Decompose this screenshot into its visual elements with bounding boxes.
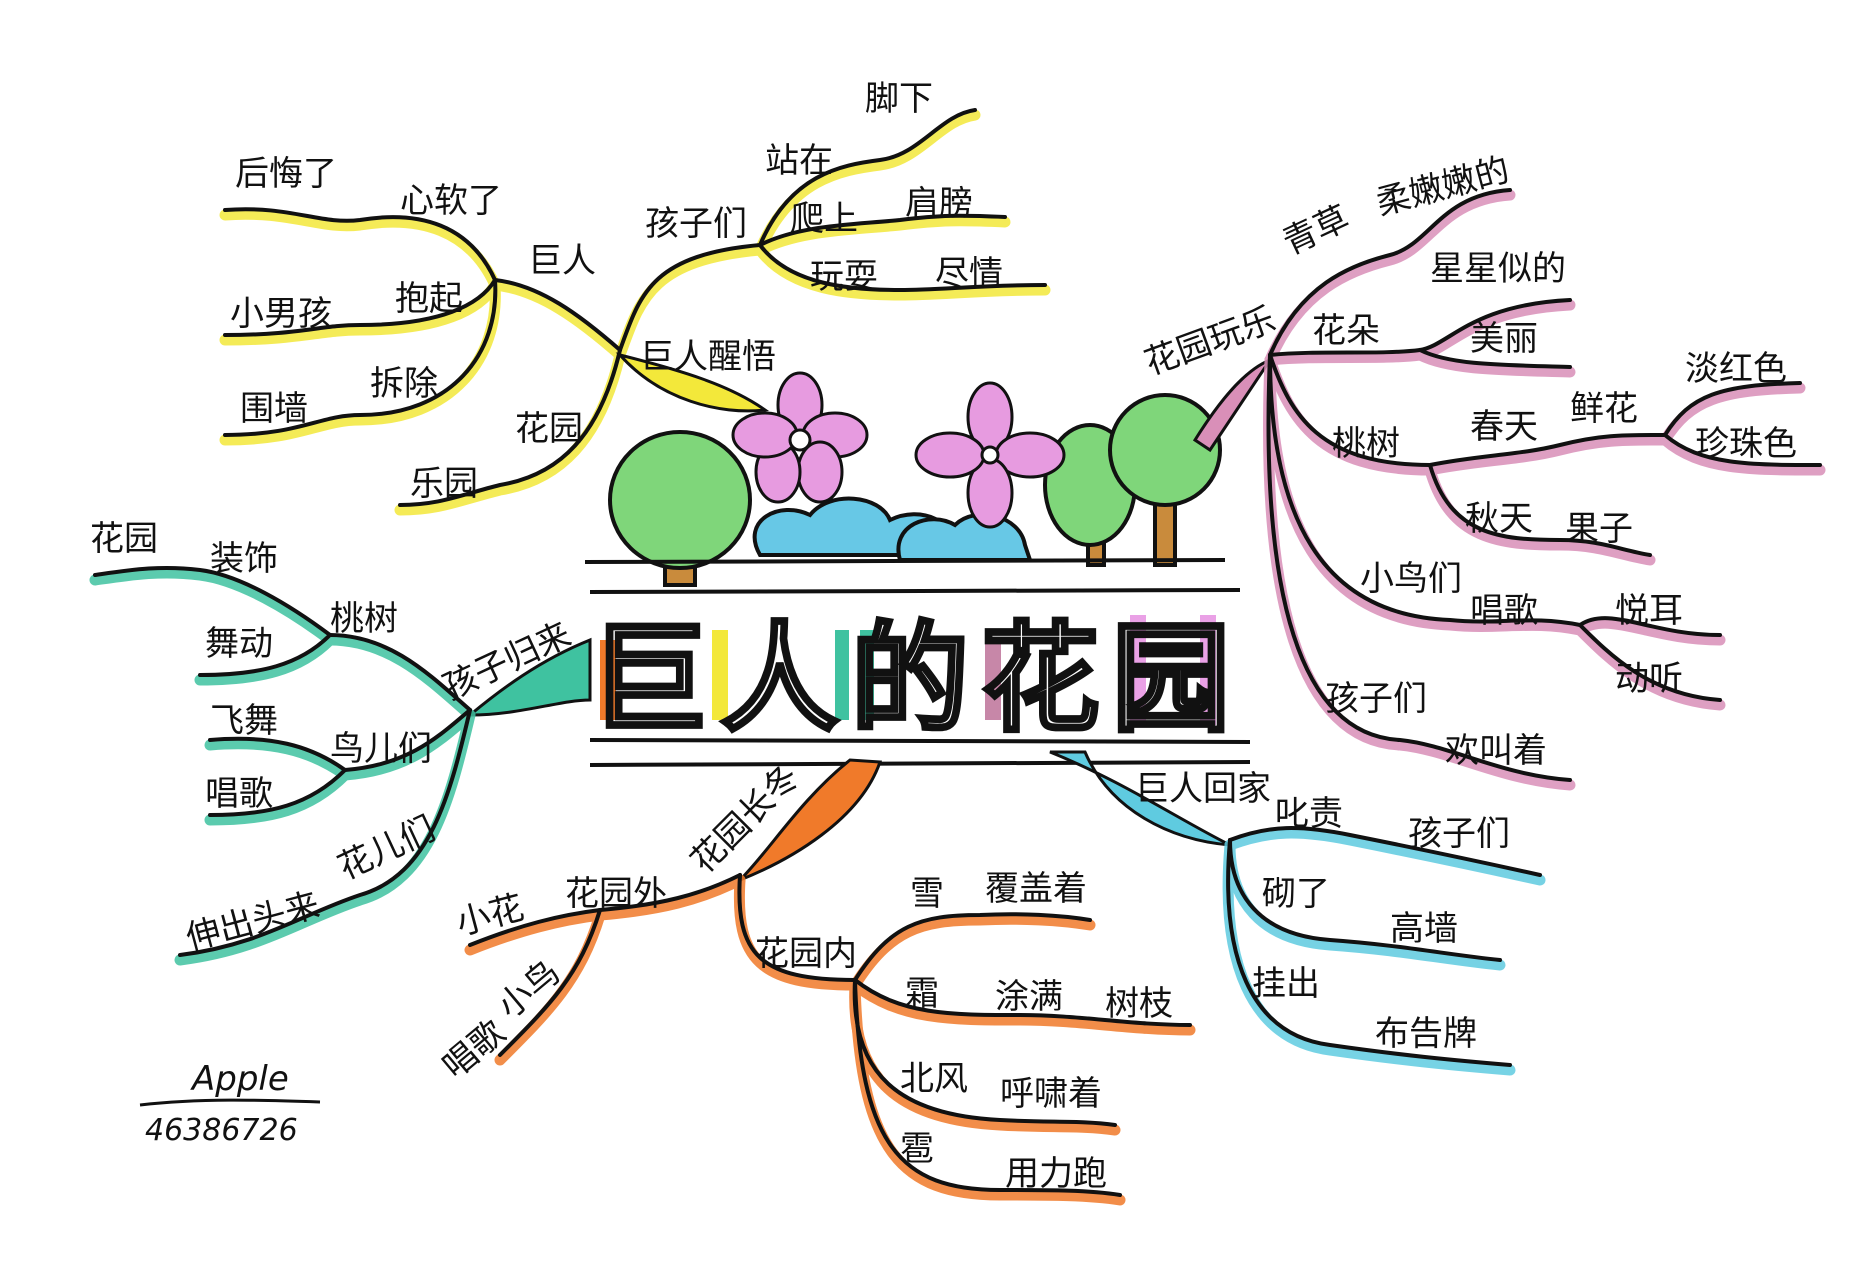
node-notice-board: 布告牌 [1375,1014,1477,1054]
node-north-wind: 北风 [900,1059,968,1099]
node-feet: 脚下 [865,79,933,119]
node-grass: 青草 [1277,198,1356,263]
node-long-winter: 花园长冬 [683,757,807,881]
node-soft-hearted: 心软了 [400,181,502,221]
node-decorate: 装饰 [210,539,278,579]
node-sing: 唱歌 [435,1013,513,1087]
tree-icon [608,430,752,570]
flower-icon [914,381,1066,529]
node-inside-garden: 花园内 [755,934,857,974]
node-build: 砌了 [1262,874,1330,914]
node-stand: 站在 [765,141,833,181]
flower-icon [731,371,869,504]
node-cheer: 欢叫着 [1445,731,1547,771]
node-dance: 舞动 [205,624,273,664]
node-sing: 唱歌 [1470,591,1538,631]
node-fly: 飞舞 [210,701,278,741]
signature-number: 46386726 [145,1113,298,1148]
node-tender: 柔嫩嫩的 [1372,150,1514,224]
node-starlike: 星星似的 [1430,249,1566,289]
node-giant-awakens: 巨人醒悟 [640,337,776,377]
branch-giant-returns: 巨人回家 叱责 孩子们 砌了 高墙 挂出 布告牌 [1049,750,1546,1076]
branch-garden-fun: 花园玩乐 青草 柔嫩嫩的 花朵 星星似的 美丽 桃树 春天 鲜花 淡红色 珍珠色… [1139,150,1826,791]
node-sing: 唱歌 [205,774,273,814]
node-hug: 抱起 [395,279,463,319]
illustration [608,371,1222,587]
node-autumn: 秋天 [1465,499,1533,539]
node-kids: 孩子们 [1325,679,1427,719]
node-wall: 围墙 [240,389,308,429]
node-garden: 花园 [90,519,158,559]
node-flowers: 花儿们 [332,809,441,888]
branch-giant-awakens: 巨人 心软了 后悔了 抱起 小男孩 拆除 围墙 巨人醒悟 花园 乐园 孩子们 站… [219,79,1051,516]
node-peach-tree: 桃树 [1332,424,1400,464]
node-hang: 挂出 [1252,964,1320,1004]
node-spring: 春天 [1470,407,1538,447]
signature-name: Apple [190,1059,289,1099]
node-scold: 叱责 [1275,794,1343,834]
branch-long-winter: 花园长冬 花园外 小花 小鸟 唱歌 花园内 雪 覆盖着 霜 涂满 树枝 北风 呼… [435,757,1196,1206]
node-flowers: 花朵 [1312,311,1380,351]
node-hail: 雹 [900,1129,934,1169]
node-garden: 花园 [515,409,583,449]
node-birds: 鸟儿们 [330,729,432,769]
node-light-red: 淡红色 [1685,349,1787,389]
node-run-hard: 用力跑 [1005,1154,1107,1194]
node-paradise: 乐园 [410,464,478,504]
node-pleasant: 悦耳 [1615,591,1683,631]
node-kids: 孩子们 [1408,814,1510,854]
node-paint: 涂满 [995,977,1063,1017]
node-howl: 呼啸着 [1000,1074,1102,1114]
node-outside-garden: 花园外 [565,874,667,914]
node-snow: 雪 [910,874,944,914]
node-fruit: 果子 [1565,509,1633,549]
node-regret: 后悔了 [235,154,337,194]
node-sweet: 动听 [1615,659,1683,699]
node-cover: 覆盖着 [985,869,1087,909]
node-little-boy: 小男孩 [230,294,332,334]
node-climb: 爬上 [790,199,858,239]
node-blossom: 鲜花 [1570,389,1638,429]
signature: Apple 46386726 [139,1059,321,1148]
node-peach-tree: 桃树 [330,599,398,639]
node-giant: 巨人 [528,241,596,281]
node-high-wall: 高墙 [1390,909,1458,949]
node-remove: 拆除 [370,364,438,404]
node-play: 玩耍 [810,257,878,297]
node-kids: 孩子们 [645,204,747,244]
node-branches: 树枝 [1105,984,1173,1024]
page-title: 巨人的花园 [590,610,1230,748]
node-frost: 霜 [905,974,939,1014]
tree-icon [1108,393,1222,507]
node-giant-returns: 巨人回家 [1135,769,1271,809]
title-banner: 巨人的花园 [584,558,1251,767]
node-little-bird: 小鸟 [490,953,568,1027]
node-pearl: 珍珠色 [1695,424,1797,464]
node-shoulder: 肩膀 [905,184,973,224]
node-birds: 小鸟们 [1360,559,1462,599]
cloud-icon [896,512,1033,562]
node-freely: 尽情 [935,254,1003,294]
node-pretty: 美丽 [1470,319,1538,359]
